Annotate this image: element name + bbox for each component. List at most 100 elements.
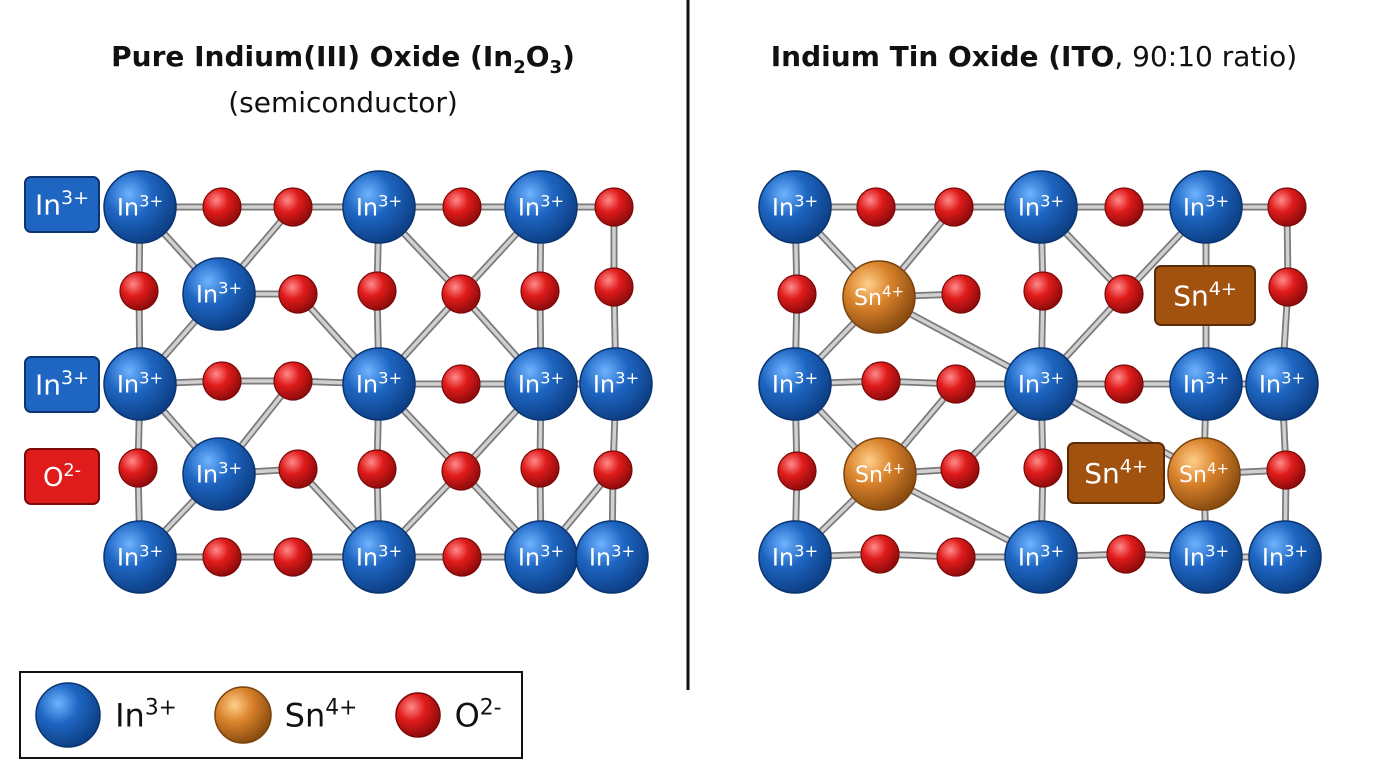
indium-atom bbox=[182, 257, 256, 331]
indium-atom bbox=[758, 170, 832, 244]
oxygen-atom bbox=[118, 448, 158, 488]
indium-atom-label: In3+ bbox=[1183, 542, 1229, 572]
oxygen-atom bbox=[594, 267, 634, 307]
indium-atom bbox=[579, 347, 653, 421]
indium-atom bbox=[1004, 520, 1078, 594]
oxygen-atom bbox=[202, 187, 242, 227]
indium-atom-label: In3+ bbox=[356, 192, 402, 222]
oxygen-atom bbox=[593, 450, 633, 490]
indium-atom bbox=[575, 520, 649, 594]
right-title: Indium Tin Oxide (ITO, 90:10 ratio) bbox=[771, 40, 1297, 73]
indium-atom bbox=[1004, 170, 1078, 244]
indium-atom-label: In3+ bbox=[772, 369, 818, 399]
tin-atom bbox=[843, 437, 917, 511]
indium-atom bbox=[1248, 520, 1322, 594]
indium-atom-label: In3+ bbox=[196, 459, 242, 489]
oxygen-atom bbox=[202, 361, 242, 401]
oxygen-atom bbox=[442, 537, 482, 577]
indium-atom-label: In3+ bbox=[1262, 542, 1308, 572]
tin-atom-label: Sn4+ bbox=[1179, 460, 1229, 488]
oxygen-atom bbox=[594, 187, 634, 227]
indium-atom bbox=[1169, 520, 1243, 594]
indium-atom bbox=[103, 347, 177, 421]
oxygen-atom bbox=[441, 364, 481, 404]
indium-atom bbox=[342, 347, 416, 421]
tin-atom-label: Sn4+ bbox=[855, 460, 905, 488]
oxygen-atom bbox=[1104, 364, 1144, 404]
indium-atom-label: In3+ bbox=[1183, 369, 1229, 399]
oxygen-atom bbox=[860, 534, 900, 574]
oxygen-atom bbox=[1104, 274, 1144, 314]
legend: In3+Sn4+O2- bbox=[35, 682, 501, 748]
indium-atom-label: In3+ bbox=[117, 542, 163, 572]
indium-atom-label: In3+ bbox=[356, 369, 402, 399]
indium-atom bbox=[504, 170, 578, 244]
oxygen-atom bbox=[520, 448, 560, 488]
indium-atom-label: In3+ bbox=[772, 192, 818, 222]
legend-oxygen-swatch bbox=[395, 692, 441, 738]
legend-indium-swatch bbox=[35, 682, 101, 748]
oxygen-atom bbox=[936, 537, 976, 577]
oxygen-atom bbox=[1023, 448, 1063, 488]
oxygen-atom bbox=[936, 364, 976, 404]
oxygen-atom bbox=[202, 537, 242, 577]
oxygen-atom bbox=[119, 271, 159, 311]
oxygen-callout-box-label: O2- bbox=[43, 461, 81, 493]
oxygen-atom bbox=[441, 451, 481, 491]
oxygen-atom bbox=[278, 274, 318, 314]
indium-atom bbox=[504, 347, 578, 421]
oxygen-atom bbox=[1267, 187, 1307, 227]
oxygen-atom bbox=[941, 274, 981, 314]
indium-atom-label: In3+ bbox=[117, 192, 163, 222]
oxygen-atom bbox=[1023, 271, 1063, 311]
legend-indium-label: In3+ bbox=[115, 695, 177, 734]
tin-callout-box-label: Sn4+ bbox=[1084, 455, 1148, 490]
oxygen-atom bbox=[1268, 267, 1308, 307]
indium-atom-label: In3+ bbox=[518, 192, 564, 222]
oxygen-atom bbox=[520, 271, 560, 311]
tin-callout-box bbox=[1154, 265, 1256, 326]
indium-atom bbox=[758, 520, 832, 594]
indium-atom bbox=[1169, 347, 1243, 421]
oxygen-atom bbox=[273, 537, 313, 577]
oxygen-atom bbox=[861, 361, 901, 401]
oxygen-atom bbox=[934, 187, 974, 227]
indium-atom-label: In3+ bbox=[117, 369, 163, 399]
indium-atom-label: In3+ bbox=[1259, 369, 1305, 399]
atom-layer: In3+ In3+ In3+ In3+ In3+ In3+ In3+ In3+ In3+ In3+… bbox=[103, 170, 1322, 594]
indium-atom-label: In3+ bbox=[1018, 192, 1064, 222]
indium-atom bbox=[103, 170, 177, 244]
indium-atom bbox=[758, 347, 832, 421]
indium-atom-label: In3+ bbox=[1183, 192, 1229, 222]
indium-callout-box bbox=[24, 356, 100, 413]
indium-callout-box-label: In3+ bbox=[35, 187, 89, 222]
oxygen-atom bbox=[441, 274, 481, 314]
oxygen-atom bbox=[940, 449, 980, 489]
oxygen-atom bbox=[777, 274, 817, 314]
legend-tin-label: Sn4+ bbox=[285, 695, 358, 734]
oxygen-atom bbox=[278, 449, 318, 489]
tin-atom-label: Sn4+ bbox=[854, 283, 904, 311]
left-title: Pure Indium(III) Oxide (In2O3) bbox=[111, 40, 575, 78]
oxygen-atom bbox=[1266, 450, 1306, 490]
callout-layer: In3+ In3+ O2- Sn4+ Sn4+ bbox=[24, 176, 1256, 505]
legend-tin-swatch bbox=[214, 686, 272, 744]
oxygen-atom bbox=[357, 449, 397, 489]
indium-atom-label: In3+ bbox=[1018, 369, 1064, 399]
indium-atom-label: In3+ bbox=[518, 369, 564, 399]
indium-callout-box bbox=[24, 176, 100, 233]
indium-atom bbox=[342, 520, 416, 594]
indium-atom bbox=[1169, 170, 1243, 244]
tin-atom bbox=[1167, 437, 1241, 511]
oxygen-atom bbox=[777, 451, 817, 491]
oxygen-atom bbox=[273, 361, 313, 401]
oxygen-atom bbox=[856, 187, 896, 227]
indium-atom bbox=[103, 520, 177, 594]
indium-atom-label: In3+ bbox=[772, 542, 818, 572]
oxygen-atom bbox=[273, 187, 313, 227]
indium-atom-label: In3+ bbox=[593, 369, 639, 399]
oxygen-callout-box bbox=[24, 448, 100, 505]
indium-atom bbox=[1004, 347, 1078, 421]
tin-callout-box-label: Sn4+ bbox=[1173, 278, 1237, 313]
